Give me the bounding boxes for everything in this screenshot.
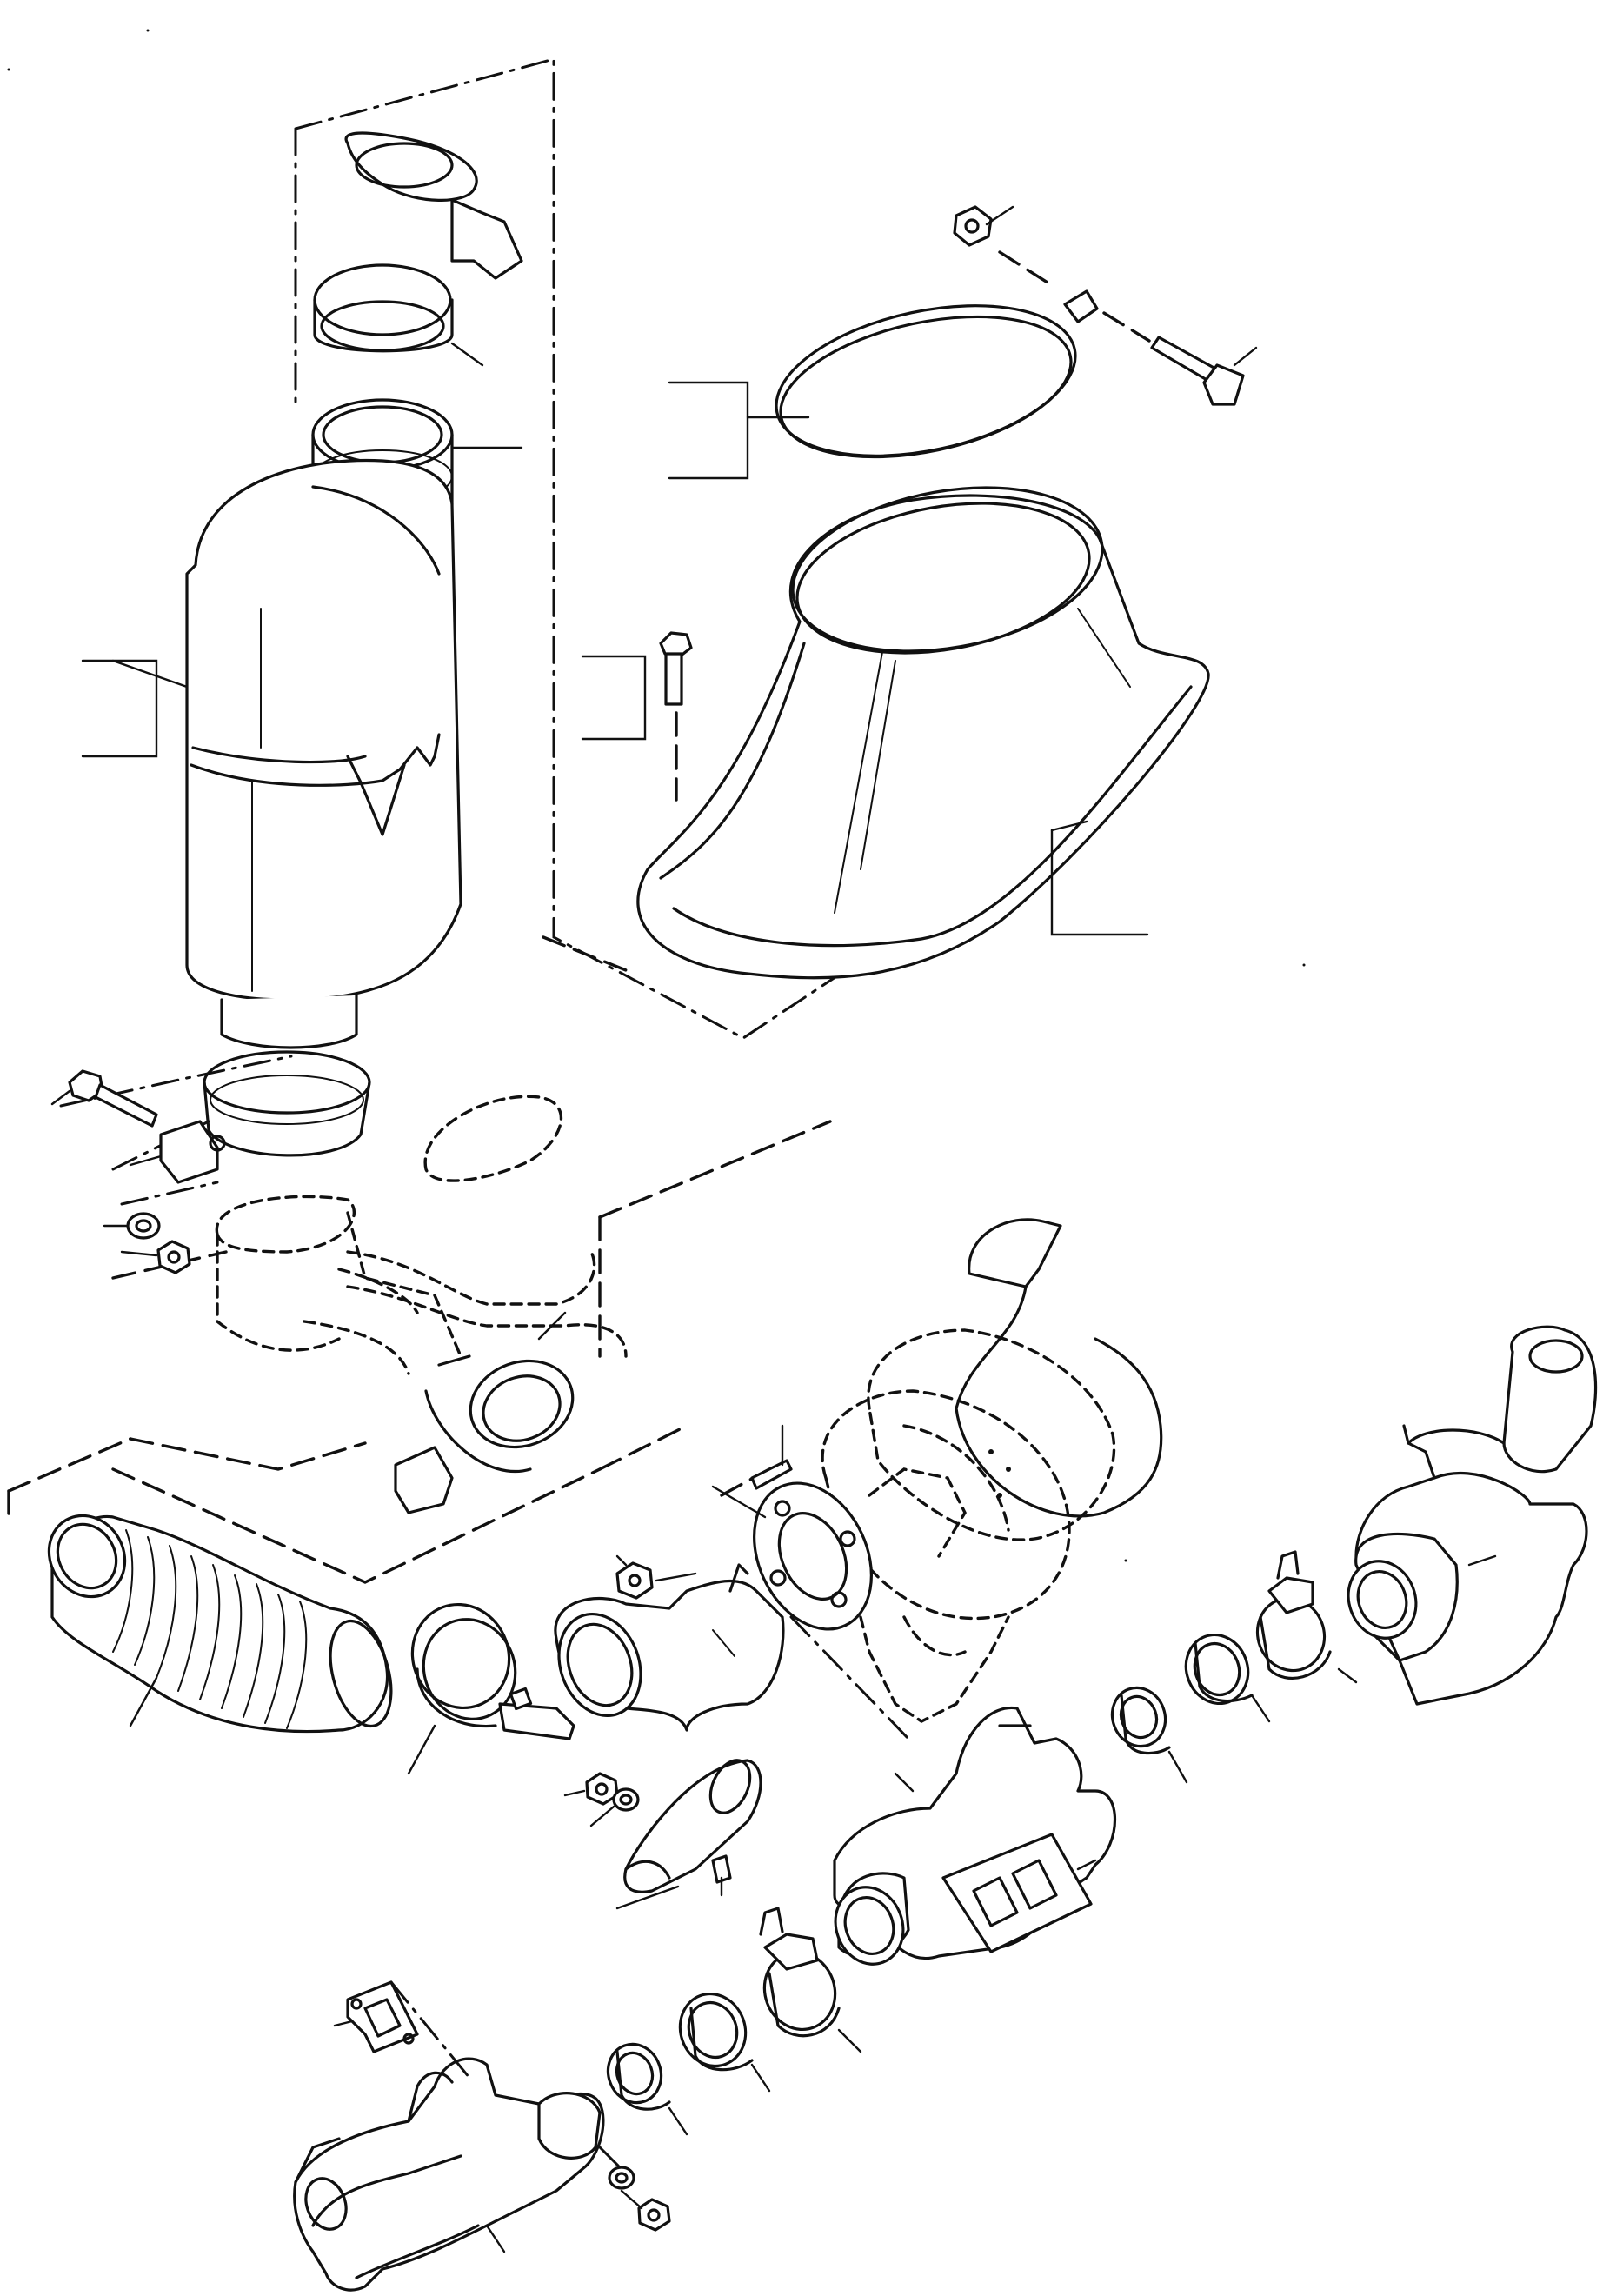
flex-bellows-pipe xyxy=(47,1514,393,1734)
stud xyxy=(750,1424,793,1490)
washer xyxy=(103,1212,161,1240)
shield-washer xyxy=(589,1787,640,1827)
rear-sleeve-small xyxy=(1110,1686,1188,1784)
hidden-gasket-outline xyxy=(423,1095,563,1182)
lower-clamp-bolt xyxy=(50,1069,158,1128)
front-sleeve-small xyxy=(606,2042,688,2136)
clamp-nut xyxy=(953,205,1049,284)
shield-nut xyxy=(563,1772,619,1806)
muffler xyxy=(111,458,462,1049)
rear-sleeve-large xyxy=(1184,1633,1271,1723)
front-washer xyxy=(598,2146,635,2190)
turbo-outlet-clamp xyxy=(394,1311,575,1514)
rear-clamp xyxy=(1255,1550,1358,1684)
elbow-pipe xyxy=(554,1563,785,1732)
bellows-clamp xyxy=(407,1602,575,1775)
cone-bolt xyxy=(581,631,693,802)
front-manifold xyxy=(293,2057,605,2292)
turbo-gasket xyxy=(711,1481,873,1631)
nut xyxy=(120,1240,191,1274)
scan-marks xyxy=(7,29,1306,1562)
center-manifold xyxy=(833,1706,1117,1966)
front-nut xyxy=(620,2189,671,2232)
muffler-callout-bracket xyxy=(81,659,158,758)
front-gasket xyxy=(333,1980,471,2080)
rear-manifold xyxy=(1347,1325,1598,1706)
clamp-bolt xyxy=(1102,311,1258,406)
manifold-gasket xyxy=(941,1833,1097,1953)
turbocharger-outline xyxy=(821,1218,1163,1723)
hidden-pipe-outlines xyxy=(215,1195,628,1375)
lower-muffler-clamp xyxy=(129,1050,371,1184)
muffler-clamp-top xyxy=(313,131,523,367)
turbo-nut xyxy=(615,1554,697,1600)
front-clamp xyxy=(759,1907,862,2053)
heat-shield xyxy=(615,1759,762,1910)
manifold-leader xyxy=(894,1772,915,1793)
front-sleeve-large xyxy=(678,1992,771,2093)
band-clamp xyxy=(668,289,1099,480)
exhaust-cone xyxy=(636,486,1210,980)
